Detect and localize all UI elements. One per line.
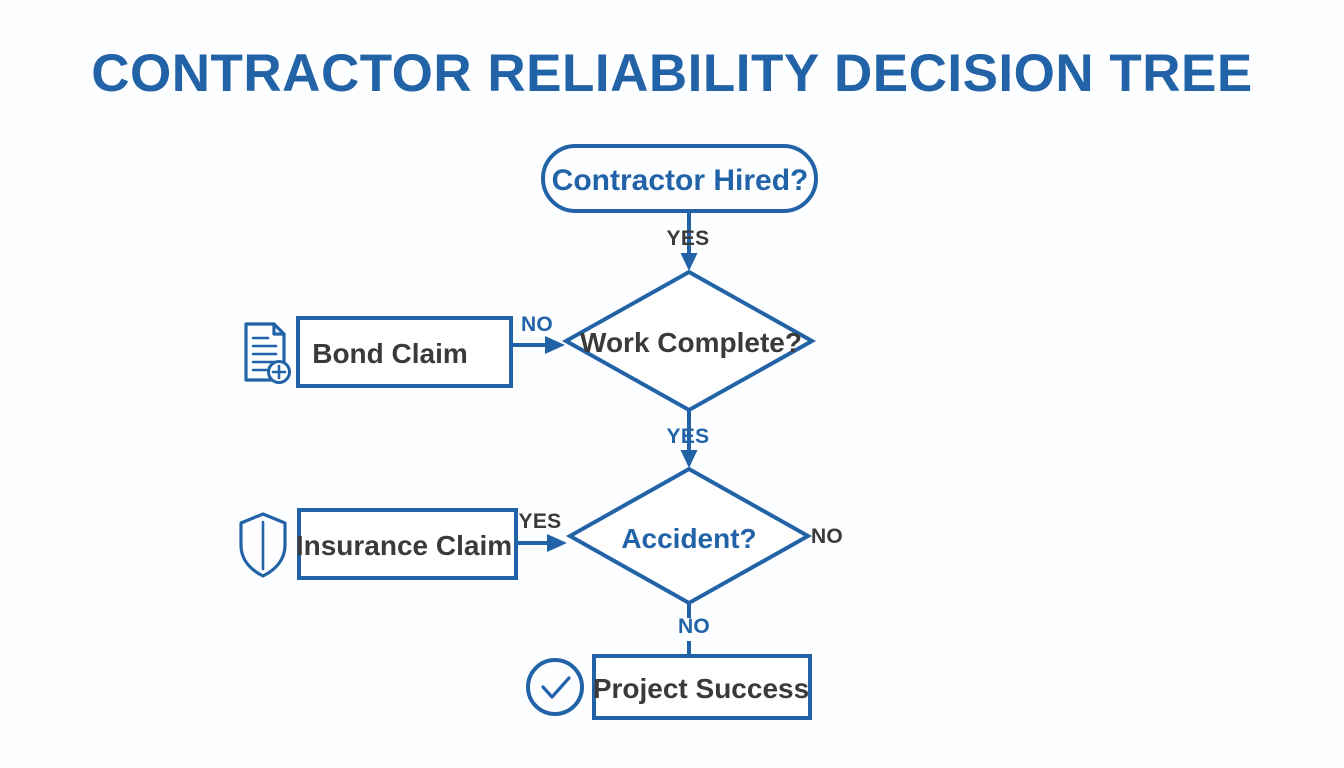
insurance-claim-box[interactable] [297, 508, 518, 580]
node-work-complete[interactable]: Work Complete? [561, 269, 817, 413]
work-complete-label: Work Complete? [580, 327, 802, 358]
edge-bond-claim-to-work-complete: NO [513, 313, 565, 354]
edge-label-no-1: NO [521, 313, 553, 336]
accident-diamond[interactable] [565, 466, 813, 606]
project-success-label: Project Success [593, 673, 809, 704]
edge-label-yes-3: YES [519, 510, 562, 533]
edge-label-no-3: NO [678, 615, 710, 638]
edge-label-yes-2: YES [667, 425, 710, 448]
check-circle-icon [526, 658, 584, 716]
bond-claim-label: Bond Claim [312, 338, 468, 369]
bond-claim-box[interactable] [296, 316, 513, 388]
contractor-hired-label: Contractor Hired? [552, 164, 809, 197]
node-contractor-hired[interactable]: Contractor Hired? [541, 144, 818, 213]
node-project-success[interactable]: Project Success [526, 654, 812, 720]
node-bond-claim[interactable]: Bond Claim [244, 316, 513, 388]
node-insurance-claim[interactable]: Insurance Claim [239, 508, 518, 580]
contractor-hired-pill[interactable] [541, 144, 818, 213]
edge-accident-no-right: NO [811, 525, 843, 548]
accident-label: Accident? [621, 523, 756, 554]
project-success-box[interactable] [592, 654, 812, 720]
page-title: CONTRACTOR RELIABILITY DECISION TREE [91, 44, 1253, 103]
edge-label-no-2: NO [811, 525, 843, 548]
edge-label-yes-1: YES [667, 227, 710, 250]
edge-contractor-hired-to-work-complete: YES [667, 211, 710, 271]
shield-icon [239, 512, 287, 578]
document-add-icon [244, 322, 291, 384]
edge-insurance-claim-to-accident: YES [518, 510, 567, 552]
insurance-claim-label: Insurance Claim [296, 530, 512, 561]
work-complete-diamond[interactable] [561, 269, 817, 413]
node-accident[interactable]: Accident? [565, 466, 813, 606]
